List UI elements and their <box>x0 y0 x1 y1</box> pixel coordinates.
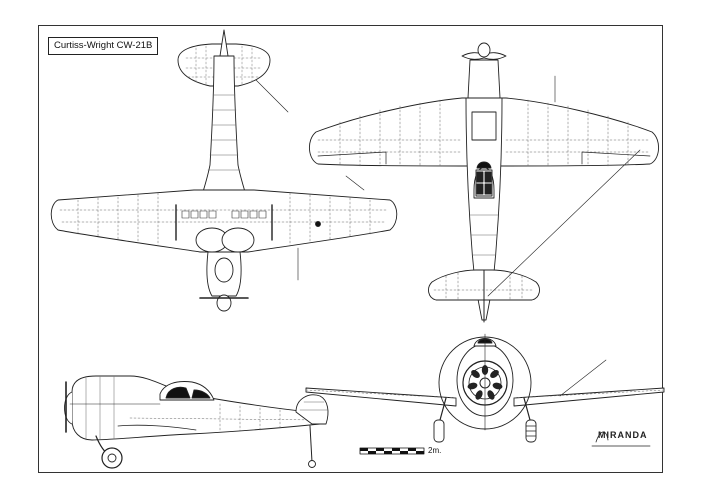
side-view-tailwheel <box>308 460 316 468</box>
front-view-cylinders <box>467 365 503 400</box>
bottom-view-rudder <box>219 29 229 57</box>
front-view-wing-left <box>305 387 457 407</box>
bottom-view-roundel <box>315 221 321 227</box>
drawing-frame <box>38 25 663 473</box>
bottom-view <box>50 29 398 312</box>
signature-flourish <box>591 431 651 447</box>
bottom-view-gear-fairing-right <box>221 227 255 253</box>
top-view <box>309 42 659 323</box>
front-view-wheel-left <box>433 419 445 443</box>
scale-bar <box>359 447 425 455</box>
scale-label: 2m. <box>428 446 442 455</box>
bottom-view-wing <box>50 189 398 253</box>
front-view <box>305 333 665 443</box>
front-view-wing-right <box>513 387 665 407</box>
bottom-view-spinner <box>216 294 232 312</box>
drawing-title: Curtiss-Wright CW-21B <box>48 37 159 55</box>
top-view-hatch <box>471 111 497 141</box>
top-view-fuselage <box>465 97 503 321</box>
artist-signature: MIRANDA <box>598 430 648 440</box>
side-view <box>64 375 329 469</box>
